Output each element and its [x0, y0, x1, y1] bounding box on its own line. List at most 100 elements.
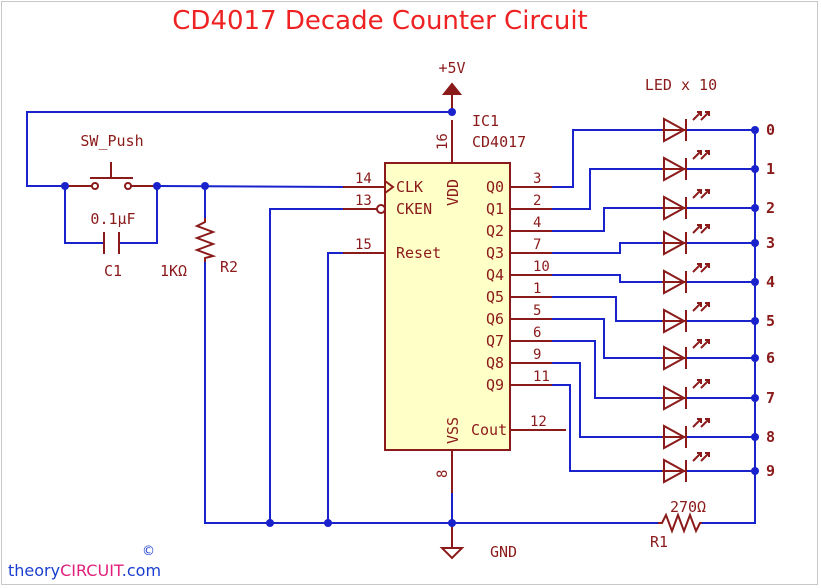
output-label-0: 0	[766, 121, 775, 139]
switch-label: SW_Push	[80, 132, 143, 150]
vdd-pin-name: VDD	[444, 179, 462, 206]
r2-ref: R2	[220, 258, 238, 276]
capacitor-c1	[103, 232, 120, 254]
vss-pin-number: 8	[435, 470, 451, 478]
left-pin-number: 15	[355, 237, 372, 253]
right-pin-number: 6	[533, 325, 541, 341]
led-light-arrows	[692, 224, 710, 234]
cap-right-wire	[119, 186, 158, 244]
junction-dot	[751, 394, 759, 402]
right-pin-number: 2	[533, 193, 541, 209]
right-pin-name: Q4	[486, 266, 504, 284]
led-light-arrows	[692, 418, 710, 428]
r2-value: 1KΩ	[160, 262, 187, 280]
vdd-pin-number: 16	[435, 133, 451, 150]
clk-edge-marker	[384, 180, 395, 194]
ground-symbol	[439, 522, 465, 560]
output-wire-9	[552, 384, 662, 472]
left-pin-name: CLK	[396, 178, 423, 196]
junction-dot	[266, 519, 274, 527]
output-wire-8	[552, 362, 662, 438]
c1-value: 0.1µF	[90, 210, 135, 228]
r1-value: 270Ω	[670, 498, 706, 516]
components	[65, 82, 710, 560]
right-pin-name: Q3	[486, 244, 504, 262]
clk-wire	[156, 185, 344, 188]
output-label-7: 7	[766, 389, 775, 407]
junction-dot	[61, 182, 69, 190]
junction-dot	[751, 467, 759, 475]
output-wire-3	[552, 242, 662, 254]
led-light-arrows	[692, 111, 710, 121]
output-wire-1	[552, 168, 662, 210]
right-pin-name: Q5	[486, 288, 504, 306]
watermark-suffix: .com	[121, 561, 162, 580]
right-pin-number: 10	[533, 259, 550, 275]
junction-dot	[448, 108, 456, 116]
r1-ref: R1	[650, 533, 668, 551]
output-wire-2	[552, 207, 662, 232]
right-pin-number: 11	[533, 369, 550, 385]
feedback-wire	[26, 111, 452, 187]
output-wire-6	[552, 318, 662, 359]
junction-dot	[751, 317, 759, 325]
junction-dot	[324, 519, 332, 527]
right-pin-name: Q1	[486, 200, 504, 218]
cout-pin-number: 12	[530, 414, 547, 430]
left-pin-name: CKEN	[396, 200, 432, 218]
wires	[26, 111, 756, 524]
left-pin-number: 14	[355, 171, 372, 187]
led-count-label: LED x 10	[645, 76, 717, 94]
watermark-prefix: theory	[8, 561, 61, 580]
led-light-arrows	[692, 452, 710, 462]
right-pin-number: 3	[533, 171, 541, 187]
junction-dot	[153, 182, 161, 190]
led-6	[662, 345, 687, 371]
vss-pin-name: VSS	[444, 417, 462, 444]
output-label-8: 8	[766, 428, 775, 446]
resistor-r2	[194, 218, 217, 262]
output-label-9: 9	[766, 462, 775, 480]
right-pin-number: 4	[533, 215, 541, 231]
led-0	[662, 117, 687, 143]
right-pin-number: 9	[533, 347, 541, 363]
supply-arrow	[441, 82, 463, 95]
ic-part: CD4017	[472, 133, 526, 151]
led-light-arrows	[692, 189, 710, 199]
led-light-arrows	[692, 263, 710, 273]
output-label-3: 3	[766, 234, 775, 252]
right-pin-name: Q0	[486, 178, 504, 196]
left-pin-name: Reset	[396, 244, 441, 262]
switch-contact-left	[91, 182, 99, 190]
supply-label: +5V	[438, 59, 465, 77]
left-pin-number: 13	[355, 193, 372, 209]
junction-dot	[751, 204, 759, 212]
led-9	[662, 458, 687, 484]
output-wire-4	[552, 274, 662, 283]
junctions	[61, 108, 759, 527]
junction-dot	[751, 165, 759, 173]
junction-dot	[751, 126, 759, 134]
output-wire-0	[552, 129, 662, 188]
ic-ref: IC1	[472, 112, 499, 130]
junction-dot	[201, 182, 209, 190]
led-light-arrows	[692, 379, 710, 389]
resistor-r1	[658, 512, 702, 534]
diagram-title: CD4017 Decade Counter Circuit	[172, 6, 588, 36]
right-pin-number: 5	[533, 303, 541, 319]
right-pin-number: 7	[533, 237, 541, 253]
output-label-4: 4	[766, 273, 775, 291]
reset-wire	[327, 252, 343, 523]
led-7	[662, 385, 687, 411]
junction-dot	[751, 354, 759, 362]
ground-label: GND	[490, 543, 517, 561]
right-pin-name: Q9	[486, 376, 504, 394]
led-1	[662, 156, 687, 182]
right-pin-name: Q2	[486, 222, 504, 240]
output-label-6: 6	[766, 349, 775, 367]
right-pin-name: Q7	[486, 332, 504, 350]
led-2	[662, 195, 687, 221]
led-4	[662, 269, 687, 295]
